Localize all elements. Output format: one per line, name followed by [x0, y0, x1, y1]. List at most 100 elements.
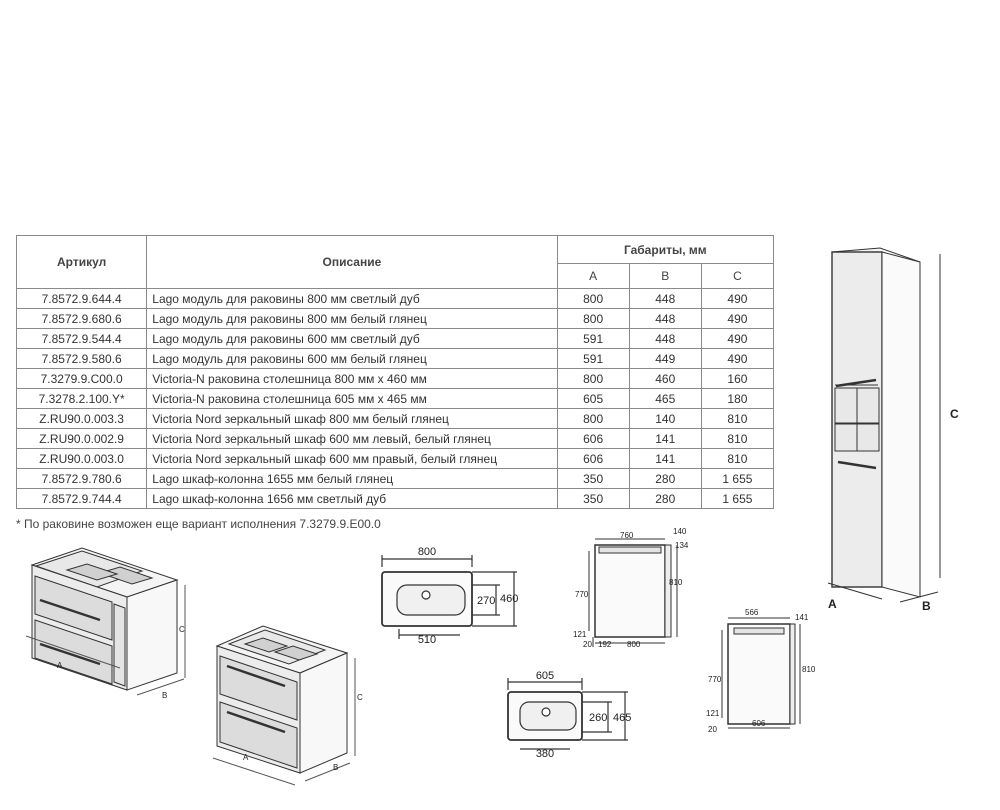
header-c: C — [700, 263, 775, 289]
cell-a: 800 — [556, 288, 630, 309]
column-drawing: C A B — [820, 240, 970, 615]
sink-605-drawing: 605 260 465 380 — [500, 670, 640, 760]
mirror-600-dim-bottom: 121 — [706, 709, 720, 718]
cell-article: 7.8572.9.544.4 — [15, 328, 148, 349]
sink-800-dim-bowl: 270 — [477, 595, 495, 607]
mirror-600-dim-base: 20 — [708, 725, 717, 734]
vanity-800-dim-b: B — [162, 691, 167, 700]
cell-c: 490 — [700, 328, 775, 349]
mirror-800-dim-mirror-h: 770 — [575, 590, 589, 599]
cell-b: 448 — [628, 328, 702, 349]
mirror-600-drawing: 566 141 810 770 121 20 606 — [700, 608, 820, 738]
header-description: Описание — [146, 235, 558, 289]
cell-c: 810 — [700, 448, 775, 469]
cell-article: 7.8572.9.580.6 — [15, 348, 148, 369]
mirror-600-dim-base-w: 606 — [752, 719, 766, 728]
sink-605-dim-bowl: 260 — [589, 712, 607, 724]
mirror-600-dim-mirror-h: 770 — [708, 675, 722, 684]
cell-article: 7.8572.9.680.6 — [15, 308, 148, 329]
cell-b: 141 — [628, 448, 702, 469]
sink-800-dim-drain: 510 — [418, 634, 436, 646]
cell-article: 7.8572.9.644.4 — [15, 288, 148, 309]
cell-article: Z.RU90.0.003.3 — [15, 408, 148, 429]
sink-800-drawing: 800 270 460 510 — [372, 545, 532, 646]
vanity-800-dim-a: A — [57, 661, 63, 670]
cell-description: Lago модуль для раковины 600 мм светлый … — [146, 328, 558, 349]
mirror-800-dim-bottom: 121 — [573, 630, 587, 639]
vanity-600-dim-b: B — [333, 763, 338, 772]
cell-b: 280 — [628, 468, 702, 489]
cell-description: Lago модуль для раковины 600 мм белый гл… — [146, 348, 558, 369]
mirror-800-dim-width: 760 — [620, 531, 634, 540]
mirror-800-dim-top: 134 — [675, 541, 689, 550]
cell-a: 350 — [556, 488, 630, 509]
header-b: B — [628, 263, 702, 289]
cell-a: 605 — [556, 388, 630, 409]
cell-c: 1 655 — [700, 468, 775, 489]
vanity-600-dim-a: A — [243, 753, 249, 762]
cell-b: 280 — [628, 488, 702, 509]
sink-800-dim-depth: 460 — [500, 593, 518, 605]
cell-c: 490 — [700, 288, 775, 309]
cell-a: 800 — [556, 368, 630, 389]
cell-description: Lago модуль для раковины 800 мм светлый … — [146, 288, 558, 309]
cell-c: 160 — [700, 368, 775, 389]
sink-605-dim-width: 605 — [536, 670, 554, 682]
cell-b: 141 — [628, 428, 702, 449]
vanity-800-drawing: A B C — [22, 540, 197, 700]
cell-b: 448 — [628, 308, 702, 329]
cell-a: 591 — [556, 328, 630, 349]
cell-b: 449 — [628, 348, 702, 369]
column-dim-c: C — [950, 407, 959, 421]
cell-article: 7.3278.2.100.Y* — [15, 388, 148, 409]
cell-c: 490 — [700, 308, 775, 329]
sink-605-dim-drain: 380 — [536, 748, 554, 760]
cell-description: Lago шкаф-колонна 1656 мм светлый дуб — [146, 488, 558, 509]
mirror-600-dim-width: 566 — [745, 608, 759, 617]
cell-article: 7.8572.9.744.4 — [15, 488, 148, 509]
cell-c: 1 655 — [700, 488, 775, 509]
cell-c: 810 — [700, 428, 775, 449]
column-dim-b: B — [922, 599, 931, 613]
cell-a: 606 — [556, 428, 630, 449]
vanity-800-dim-c: C — [179, 625, 185, 634]
footnote: * По раковине возможен еще вариант испол… — [16, 517, 381, 531]
cell-a: 350 — [556, 468, 630, 489]
mirror-800-dim-base: 20 — [583, 640, 592, 649]
header-a: A — [556, 263, 630, 289]
header-article: Артикул — [15, 235, 148, 289]
cell-c: 810 — [700, 408, 775, 429]
cell-description: Lago модуль для раковины 800 мм белый гл… — [146, 308, 558, 329]
cell-a: 800 — [556, 308, 630, 329]
cell-description: Victoria-N раковина столешница 800 мм х … — [146, 368, 558, 389]
cell-b: 465 — [628, 388, 702, 409]
cell-b: 140 — [628, 408, 702, 429]
cell-article: Z.RU90.0.003.0 — [15, 448, 148, 469]
mirror-800-drawing: 760 140 134 810 770 121 20 192 800 — [565, 525, 700, 655]
vanity-600-dim-c: C — [357, 693, 363, 702]
sink-605-dim-depth: 465 — [613, 712, 631, 724]
cell-a: 591 — [556, 348, 630, 369]
cell-description: Victoria-N раковина столешница 605 мм х … — [146, 388, 558, 409]
mirror-800-dim-offset: 192 — [598, 640, 612, 649]
header-dimensions: Габариты, мм — [556, 235, 775, 264]
mirror-600-dim-height: 810 — [802, 665, 816, 674]
spec-table: Артикул Описание Габариты, мм A B C 7.85… — [15, 235, 775, 509]
mirror-800-dim-height: 810 — [669, 578, 683, 587]
cell-description: Victoria Nord зеркальный шкаф 600 мм пра… — [146, 448, 558, 469]
cell-c: 490 — [700, 348, 775, 369]
cell-description: Lago шкаф-колонна 1655 мм белый глянец — [146, 468, 558, 489]
cell-article: 7.3279.9.C00.0 — [15, 368, 148, 389]
mirror-800-dim-base-w: 800 — [627, 640, 641, 649]
vanity-600-drawing: A B C — [205, 608, 370, 786]
